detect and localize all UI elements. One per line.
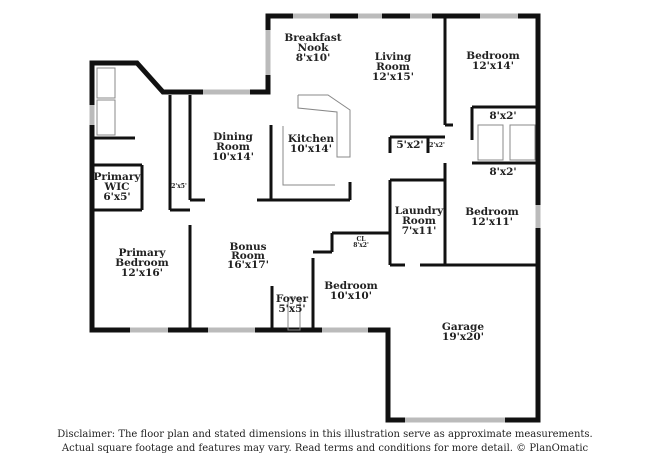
disclaimer: Disclaimer: The floor plan and stated di… <box>0 428 650 456</box>
closet-5x2-label: 5'x2' <box>396 139 423 151</box>
disclaimer-line-2: Actual square footage and features may v… <box>61 443 589 454</box>
disclaimer-line-1: Disclaimer: The floor plan and stated di… <box>57 429 593 440</box>
closet-2x2-label: 2'x2' <box>429 142 445 149</box>
closet-8x2-a-label: 8'x2' <box>489 110 516 122</box>
walls <box>89 13 541 423</box>
closet-8x2-b-label: 8'x2' <box>489 166 516 178</box>
closet-2x5-label: 2'x5' <box>171 183 187 190</box>
